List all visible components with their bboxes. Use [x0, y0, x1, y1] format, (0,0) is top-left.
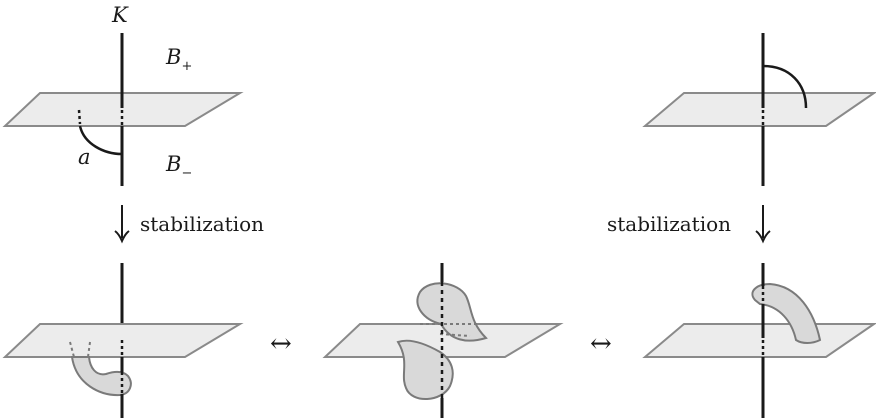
equivalence-arrow-1: ↔ [270, 329, 292, 359]
panel-top-right [642, 33, 876, 186]
arc-a [78, 125, 123, 156]
stabilization-label-left: stabilization [140, 212, 264, 236]
down-arrow-head [755, 230, 771, 244]
arc-label: a [78, 145, 91, 169]
arc-a-hidden [77, 109, 82, 125]
equivalence-arrow-2: ↔ [590, 329, 612, 359]
knot-label: K [111, 3, 129, 27]
plane [642, 323, 876, 358]
stabilization-label-right: stabilization [607, 212, 731, 236]
stabilization-arrow-right: stabilization [607, 205, 771, 244]
panel-bottom-right [642, 263, 876, 418]
band [751, 282, 822, 344]
stabilization-arrow-left: stabilization [114, 205, 264, 244]
upper-ball-label: B+ [165, 45, 192, 74]
down-arrow-head [114, 230, 130, 244]
plane [642, 92, 876, 127]
lower-ball-label: B− [165, 152, 192, 181]
panel-top-left: K B+ B− a [2, 3, 244, 186]
band-hidden-edges [69, 341, 91, 358]
band-hidden-edges [420, 323, 480, 337]
plane [2, 92, 244, 127]
band-lower [396, 339, 454, 401]
panel-bottom-middle [322, 263, 564, 418]
band-upper [416, 282, 488, 342]
panel-bottom-left [2, 263, 244, 418]
band [70, 356, 132, 397]
arc-above-plane [762, 64, 808, 109]
